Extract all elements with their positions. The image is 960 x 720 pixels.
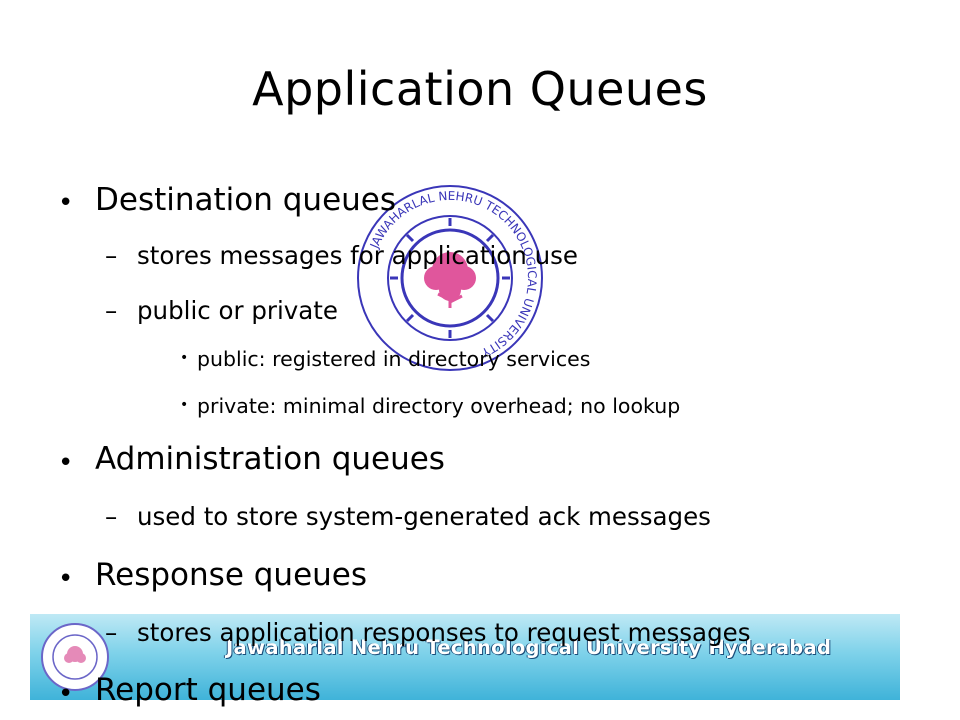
list-item: private: minimal directory overhead; no … [197,394,681,418]
bullet-marker: • [58,188,74,218]
list-item: Administration queues [95,441,445,477]
bullet-marker: • [58,679,74,709]
list-item: public: registered in directory services [197,347,591,371]
banner-text: Jawaharlal Nehru Technological Universit… [226,636,832,659]
slide-title: Application Queues [252,62,708,116]
university-banner: Jawaharlal Nehru Technological Universit… [30,614,900,700]
bullet-marker: • [58,448,74,478]
list-item: Report queues [95,672,321,708]
list-item: Destination queues [95,182,397,218]
bullet-marker: • [180,350,189,366]
bullet-marker: • [58,564,74,594]
list-item: stores messages for application use [137,241,578,270]
list-item: public or private [137,296,338,325]
dash-marker: – [105,618,118,647]
list-item: used to store system-generated ack messa… [137,502,711,531]
dash-marker: – [105,296,118,325]
list-item: Response queues [95,557,368,593]
dash-marker: – [105,502,118,531]
university-logo-icon [41,623,109,691]
university-seal-icon: JAWAHARLAL NEHRU TECHNOLOGICAL UNIVERSIT… [357,185,543,371]
bullet-marker: • [180,397,189,413]
dash-marker: – [105,241,118,270]
list-item: stores application responses to request … [137,618,751,647]
